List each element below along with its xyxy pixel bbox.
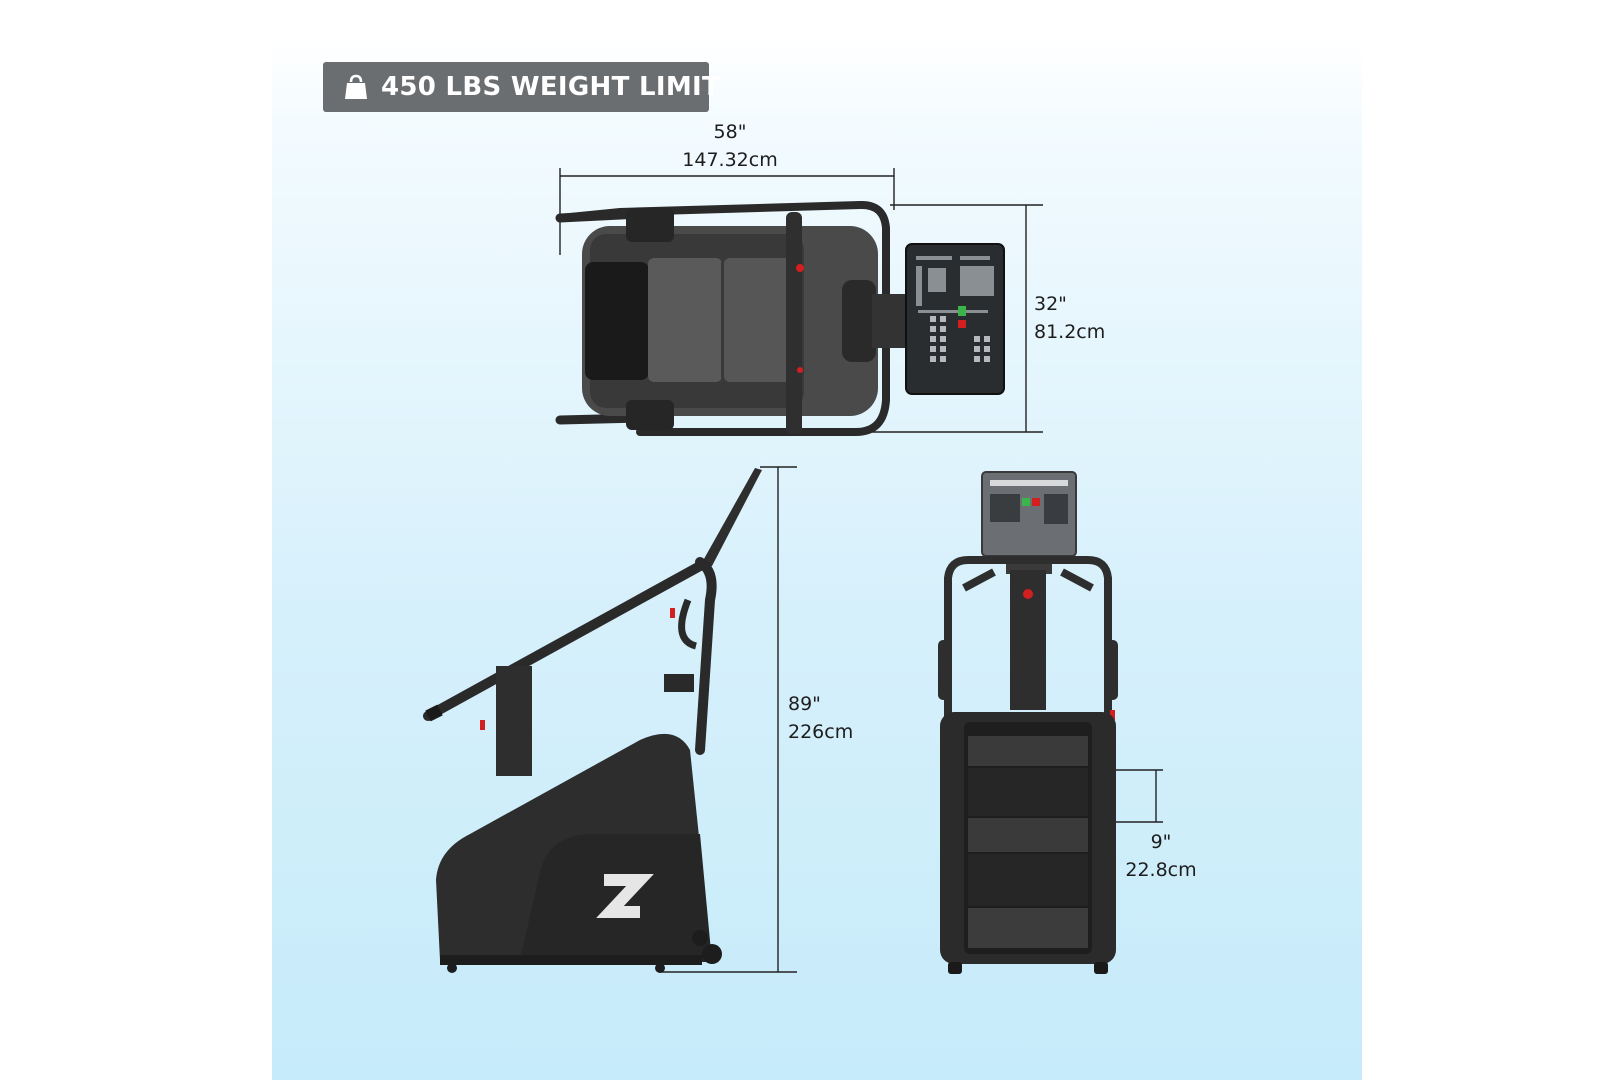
step-height-cm: 22.8cm <box>1125 859 1197 881</box>
width-dimension-label: 58" 147.32cm <box>680 118 780 174</box>
weight-limit-label: 450 LBS WEIGHT LIMIT <box>381 72 721 102</box>
depth-dimension-label: 32" 81.2cm <box>1034 290 1105 346</box>
width-inches: 58" <box>713 121 747 143</box>
depth-inches: 32" <box>1034 293 1067 315</box>
weight-bag-icon <box>345 74 367 99</box>
weight-limit-badge: 450 LBS WEIGHT LIMIT <box>323 62 720 112</box>
front-view <box>938 471 1118 974</box>
height-cm: 226cm <box>788 721 854 743</box>
width-cm: 147.32cm <box>682 149 778 171</box>
height-inches: 89" <box>788 693 821 715</box>
side-view <box>423 468 762 973</box>
step-height-inches: 9" <box>1150 831 1172 853</box>
top-view <box>555 200 1005 436</box>
depth-cm: 81.2cm <box>1034 321 1106 343</box>
step-height-dimension-label: 9" 22.8cm <box>1120 828 1202 884</box>
height-dimension-label: 89" 226cm <box>788 690 853 746</box>
